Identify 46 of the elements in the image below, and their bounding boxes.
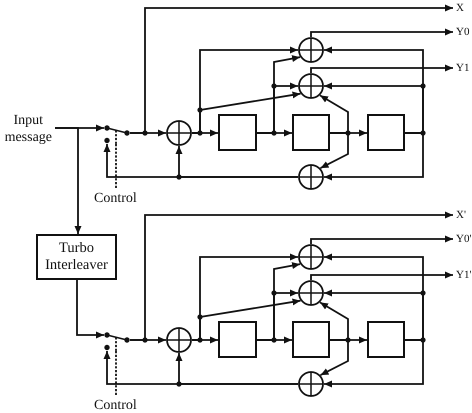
arrow: [310, 272, 453, 280]
arrow: [192, 92, 301, 134]
adder-symbol: [298, 37, 324, 63]
output-label: Y0: [456, 25, 470, 39]
delay-box: [218, 321, 257, 358]
delay-box: [292, 321, 330, 358]
switch-symbol: [104, 125, 130, 144]
output-label: Y1: [456, 61, 470, 75]
arrow: [310, 236, 453, 244]
output-label: X: [456, 1, 464, 15]
arrow: [104, 144, 298, 178]
control-label: Control: [94, 398, 137, 413]
delay-box: [367, 321, 405, 358]
delay-box: [292, 114, 330, 151]
dashed-line: [115, 144, 117, 188]
adder-symbol: [298, 73, 324, 99]
arrow: [257, 290, 298, 341]
arrow: [324, 339, 424, 388]
arrow: [310, 64, 453, 73]
output-label: Y0': [456, 232, 472, 246]
arrow: [76, 280, 104, 338]
interleaver-box: Turbo Interleaver: [36, 234, 117, 280]
arrow: [320, 132, 349, 169]
switch-symbol: [104, 332, 130, 351]
arrow: [324, 132, 424, 180]
adder-symbol: [298, 244, 324, 270]
arrow: [320, 339, 349, 376]
input-label: Input message: [4, 112, 52, 146]
arrow: [310, 28, 453, 37]
adder-symbol: [298, 280, 324, 306]
adder-symbol: [166, 120, 192, 146]
arrow: [104, 351, 298, 385]
arrow: [130, 4, 453, 134]
arrow: [192, 298, 301, 341]
arrow: [257, 82, 298, 134]
delay-box: [367, 114, 405, 151]
adder-symbol: [298, 164, 324, 190]
arrow: [55, 127, 82, 234]
dashed-line: [115, 351, 117, 395]
delay-box: [218, 114, 257, 151]
output-label: X': [456, 208, 466, 222]
adder-symbol: [166, 327, 192, 353]
arrow: [130, 212, 453, 341]
adder-symbol: [298, 371, 324, 397]
output-label: Y1': [456, 268, 472, 282]
control-label: Control: [94, 191, 137, 206]
